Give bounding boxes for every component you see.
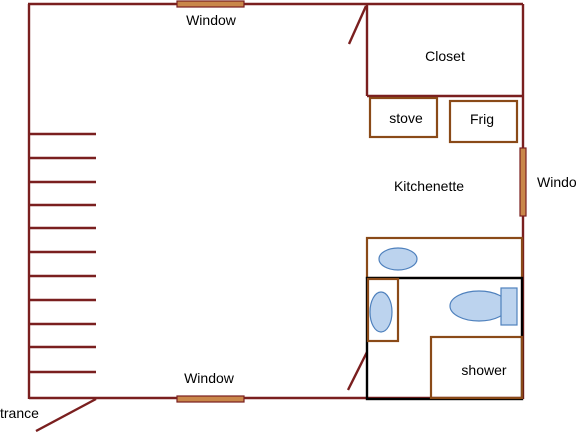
shower-label: shower bbox=[461, 362, 506, 378]
shower bbox=[429, 335, 524, 400]
door-swing-closet bbox=[347, 5, 368, 45]
closet bbox=[365, 4, 523, 98]
closet-label: Closet bbox=[425, 48, 465, 64]
window-top bbox=[176, 0, 245, 8]
toilet-icon bbox=[449, 287, 518, 326]
door-swing-bathroom bbox=[346, 351, 369, 391]
stove bbox=[368, 96, 439, 139]
window-top-label: Window bbox=[186, 12, 237, 28]
window-bottom bbox=[176, 395, 245, 403]
entrance-door-swing bbox=[35, 397, 97, 432]
stove-label: stove bbox=[389, 110, 423, 126]
bathroom-sink-icon bbox=[369, 291, 393, 333]
fridge bbox=[448, 99, 519, 144]
kitchenette-label: Kitchenette bbox=[394, 178, 464, 194]
bathroom-vanity bbox=[366, 277, 400, 343]
stairs-icon bbox=[29, 132, 96, 374]
window-right-label: Windo bbox=[537, 174, 576, 190]
entrance-label: trance bbox=[0, 405, 39, 421]
sink-icon bbox=[378, 247, 418, 271]
window-bottom-label: Window bbox=[184, 370, 235, 386]
window-right bbox=[519, 147, 527, 217]
fridge-label: Frig bbox=[470, 111, 494, 127]
